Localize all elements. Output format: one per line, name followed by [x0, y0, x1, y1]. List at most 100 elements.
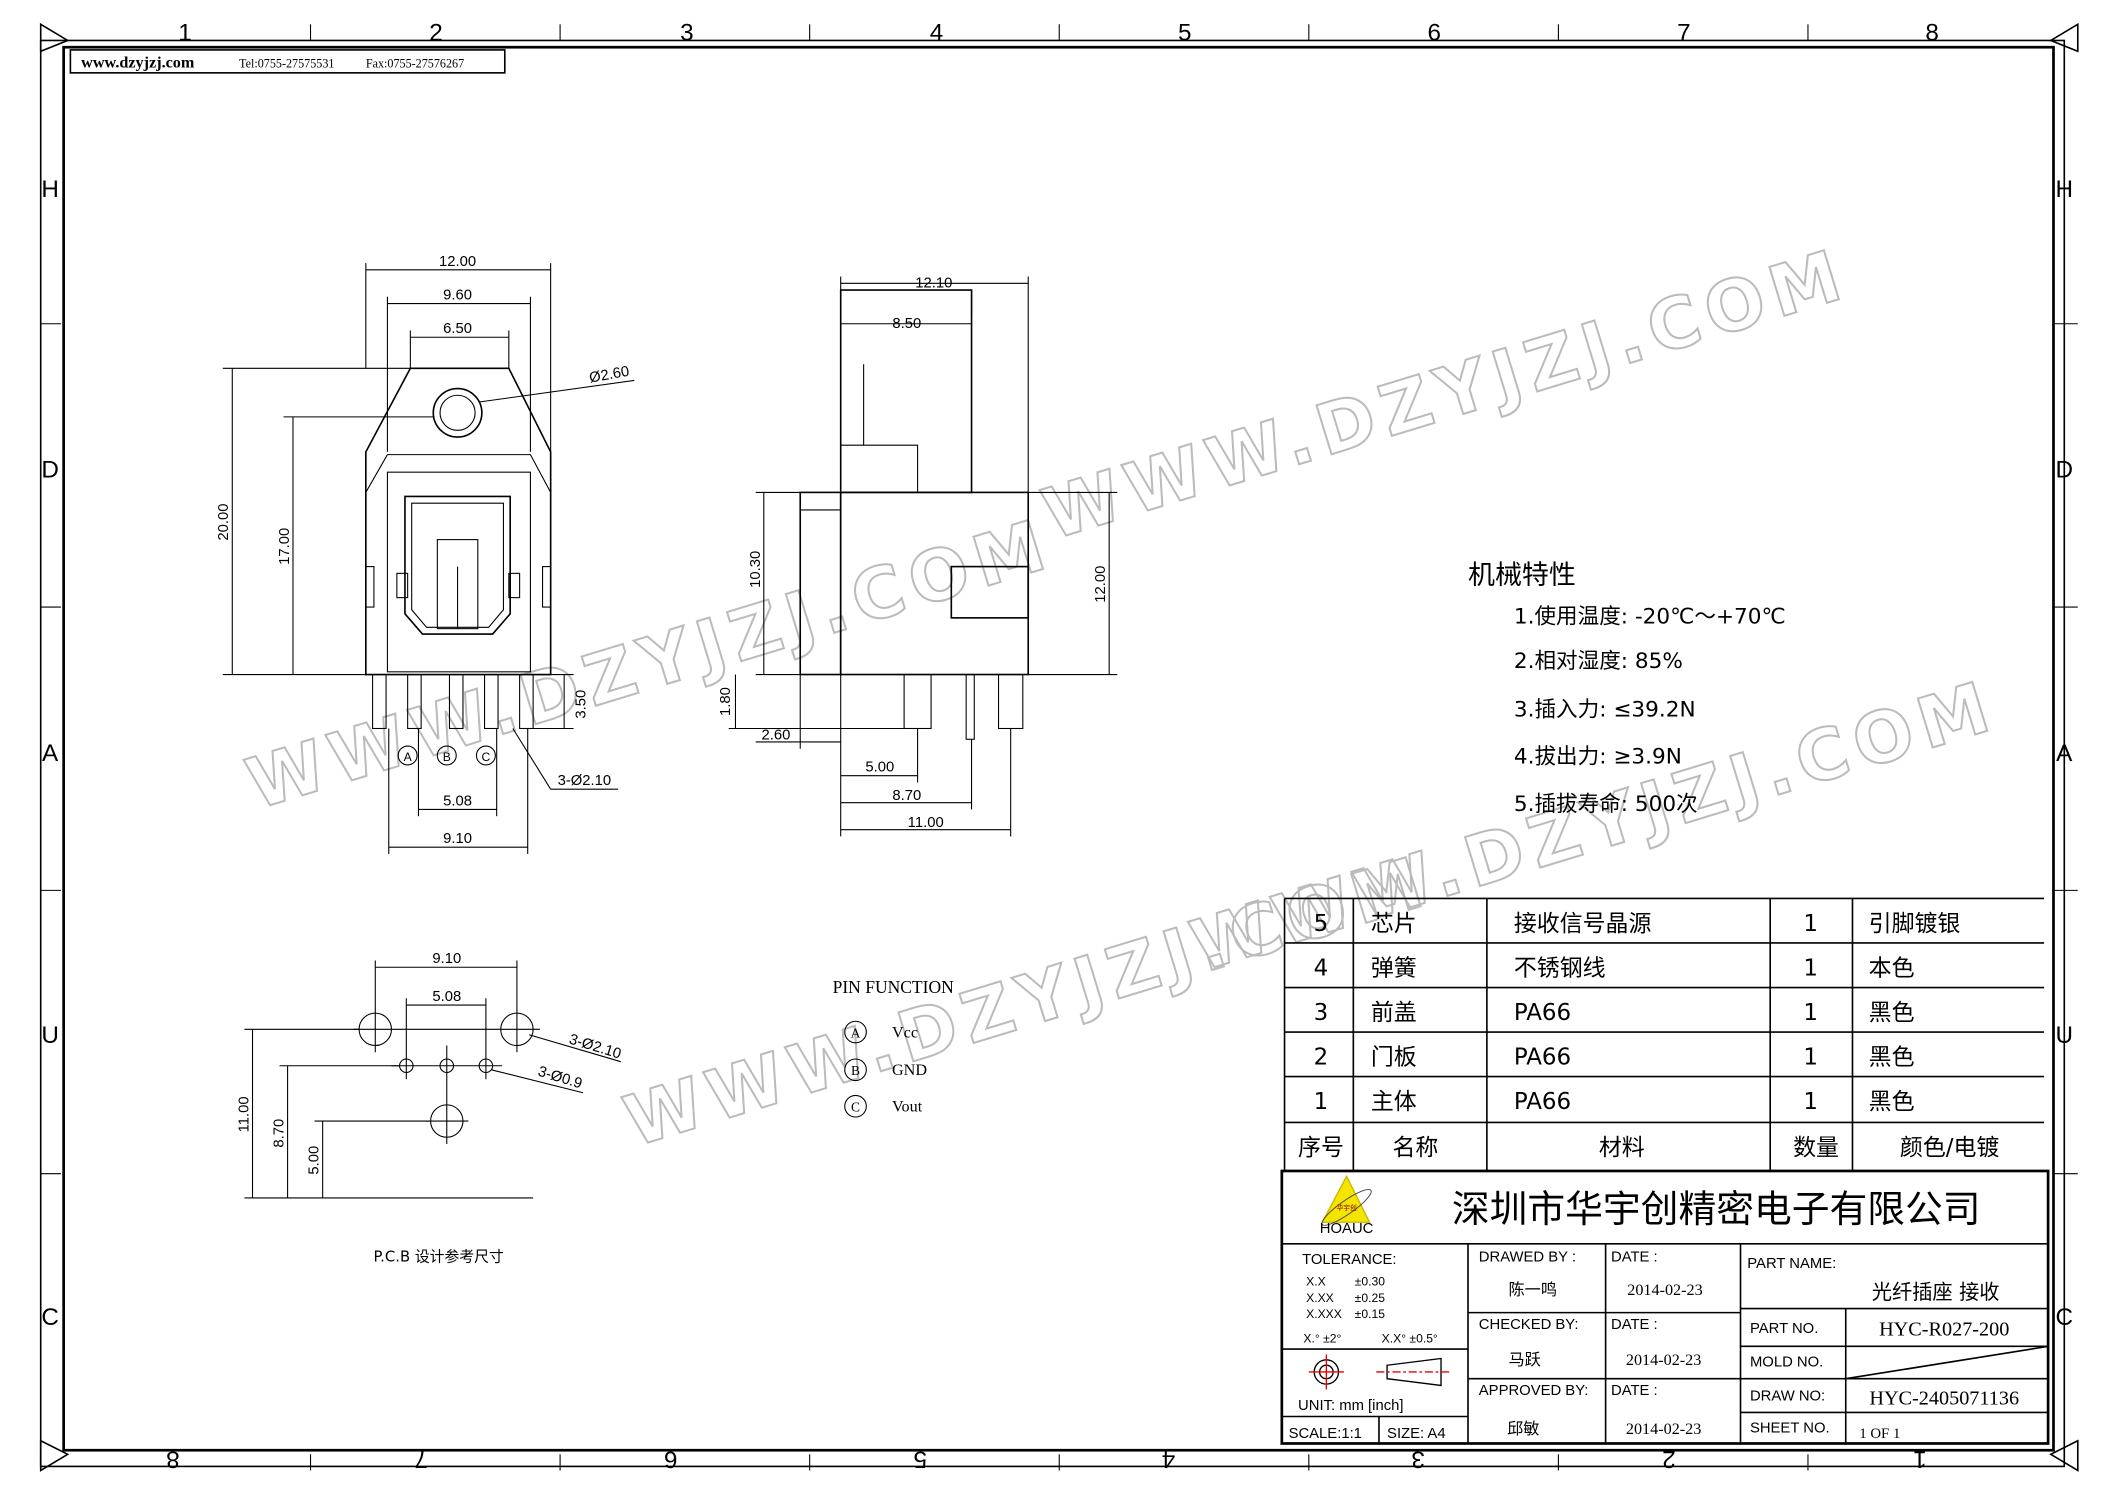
pin-function-title: PIN FUNCTION: [833, 977, 955, 997]
logo-cn: 华宇创: [1336, 1203, 1356, 1212]
drawed-by-label: DRAWED BY :: [1479, 1249, 1576, 1265]
pin-mark: C: [851, 1100, 860, 1115]
grid-col: 2: [1662, 1446, 1676, 1473]
projection-symbol-icon: [1308, 1354, 1451, 1390]
pin-label: GND: [892, 1062, 927, 1079]
watermark: WWW.DZYJZJ.COM: [238, 503, 1062, 826]
dim-label: 6.50: [443, 321, 472, 337]
bom-header: 数量: [1793, 1135, 1839, 1161]
unit-label: UNIT: mm [inch]: [1298, 1398, 1403, 1414]
dim-label: 9.60: [443, 287, 472, 303]
dim-label: 11.00: [236, 1096, 252, 1132]
tolerance-label: TOLERANCE:: [1302, 1252, 1396, 1268]
part-no-label: PART NO.: [1750, 1321, 1818, 1337]
bom-cell: 本色: [1869, 955, 1915, 981]
tol-val: ±0.15: [1355, 1307, 1386, 1321]
bom-cell: PA66: [1514, 1044, 1571, 1070]
dim-label: 12.00: [1093, 566, 1109, 603]
bom-cell: 1: [1314, 1089, 1329, 1115]
sheet-frame: 1 2 3 4 5 6 7 8 1 2 3 4 5 6 7 8 H D A U …: [39, 19, 2079, 1473]
dim-label: 8.70: [272, 1119, 288, 1148]
draw-no-label: DRAW NO:: [1750, 1388, 1825, 1404]
bom-cell: 1: [1803, 911, 1818, 937]
sheet-no-label: SHEET NO.: [1750, 1421, 1830, 1437]
pin-c-label: C: [482, 750, 491, 764]
dim-label: 5.00: [307, 1146, 323, 1175]
bom-cell: 1: [1803, 955, 1818, 981]
checked-by-label: CHECKED BY:: [1479, 1317, 1579, 1333]
watermark: WWW.DZYJZJ.COM: [1033, 233, 1857, 556]
pcb-layout: 9.10 5.08 11.00 8.70 5.00 3-Ø2.10 3-Ø0.9…: [236, 951, 622, 1265]
grid-row: C: [41, 1304, 59, 1331]
grid-col: 2: [429, 19, 442, 46]
property-item: 4.拔出力: ≥3.9N: [1514, 745, 1682, 770]
bom-cell: 2: [1314, 1044, 1329, 1070]
draw-no: HYC-2405071136: [1869, 1387, 2019, 1409]
grid-col: 7: [414, 1446, 428, 1473]
grid-row: D: [2056, 457, 2074, 484]
tel-text: Tel:0755-27575531: [239, 56, 334, 70]
grid-col: 5: [1178, 19, 1192, 46]
dim-label: 2.60: [762, 727, 791, 743]
dim-label: 3.50: [574, 690, 590, 719]
bom-cell: 黑色: [1869, 1000, 1915, 1026]
grid-col: 5: [914, 1446, 928, 1473]
checked-by: 马跃: [1508, 1350, 1540, 1369]
sheet-no: 1 OF 1: [1859, 1426, 1900, 1442]
bom-cell: 5: [1314, 911, 1329, 937]
dim-label: 12.00: [439, 254, 476, 270]
grid-col: 6: [664, 1446, 678, 1473]
pin-mark: B: [851, 1063, 860, 1078]
logo-text: HOAUC: [1320, 1221, 1374, 1237]
angle-tol: X.° ±2°: [1303, 1331, 1341, 1345]
dim-label: 20.00: [216, 504, 232, 541]
bom-cell: 主体: [1371, 1089, 1417, 1115]
pin-label: Vout: [892, 1099, 923, 1116]
grid-row: C: [2056, 1304, 2074, 1331]
bom-header: 颜色/电镀: [1900, 1135, 1999, 1161]
grid-col: 6: [1428, 19, 1442, 46]
watermarks: WWW.DZYJZJ.COM WWW.DZYJZJ.COM WWW.DZYJZJ…: [237, 232, 2008, 1164]
grid-col: 7: [1677, 19, 1691, 46]
title-block: 华宇创 HOAUC 深圳市华宇创精密电子有限公司 TOLERANCE: X.X …: [1280, 1169, 2050, 1445]
bom-cell: 1: [1803, 1044, 1818, 1070]
dim-label: 10.30: [748, 551, 764, 588]
website-text: www.dzyjzj.com: [81, 54, 195, 71]
bom-cell: 黑色: [1869, 1044, 1915, 1070]
date-label: DATE :: [1611, 1249, 1658, 1265]
bom-cell: 3: [1314, 1000, 1329, 1026]
grid-row: U: [41, 1022, 59, 1049]
grid-col: 8: [1925, 19, 1939, 46]
scale-label: SCALE:1:1: [1289, 1426, 1362, 1442]
bom-cell: 芯片: [1371, 911, 1417, 937]
date-label: DATE :: [1611, 1317, 1658, 1333]
contact-header: www.dzyjzj.com Tel:0755-27575531 Fax:075…: [69, 49, 506, 74]
bom-cell: 门板: [1371, 1044, 1417, 1070]
properties-title: 机械特性: [1468, 560, 1576, 591]
grid-col: 3: [1411, 1446, 1425, 1473]
bom-cell: 接收信号晶源: [1514, 911, 1652, 937]
front-view: 12.00 9.60 6.50 Ø2.60 20.00 17.00 3.50 A…: [216, 254, 635, 854]
bom-cell: 不锈钢线: [1514, 955, 1606, 981]
pin-mark: A: [851, 1025, 861, 1040]
grid-row: H: [2056, 176, 2074, 203]
grid-row: H: [41, 176, 59, 203]
approved-by-label: APPROVED BY:: [1479, 1383, 1589, 1399]
grid-col: 4: [930, 19, 944, 46]
tol-val: ±0.25: [1355, 1291, 1386, 1305]
property-item: 1.使用温度: -20℃～+70℃: [1514, 604, 1786, 629]
drawed-by: 陈一鸣: [1508, 1280, 1557, 1299]
bom-cell: 前盖: [1371, 1000, 1417, 1026]
bom-header: 材料: [1599, 1135, 1645, 1161]
mechanical-properties: 机械特性 1.使用温度: -20℃～+70℃ 2.相对湿度: 85% 3.插入力…: [1468, 560, 1786, 817]
part-name: 光纤插座 接收: [1872, 1280, 2000, 1304]
mold-no-label: MOLD NO.: [1750, 1355, 1823, 1371]
bom-cell: 引脚镀银: [1869, 911, 1961, 937]
angle-tol: X.X° ±0.5°: [1382, 1331, 1438, 1345]
size-label: SIZE: A4: [1387, 1426, 1446, 1442]
bom-cell: 黑色: [1869, 1089, 1915, 1115]
grid-row: A: [2056, 740, 2073, 767]
bom-cell: 弹簧: [1371, 955, 1417, 981]
pin-function: PIN FUNCTION A B C Vcc GND Vout: [833, 977, 955, 1118]
